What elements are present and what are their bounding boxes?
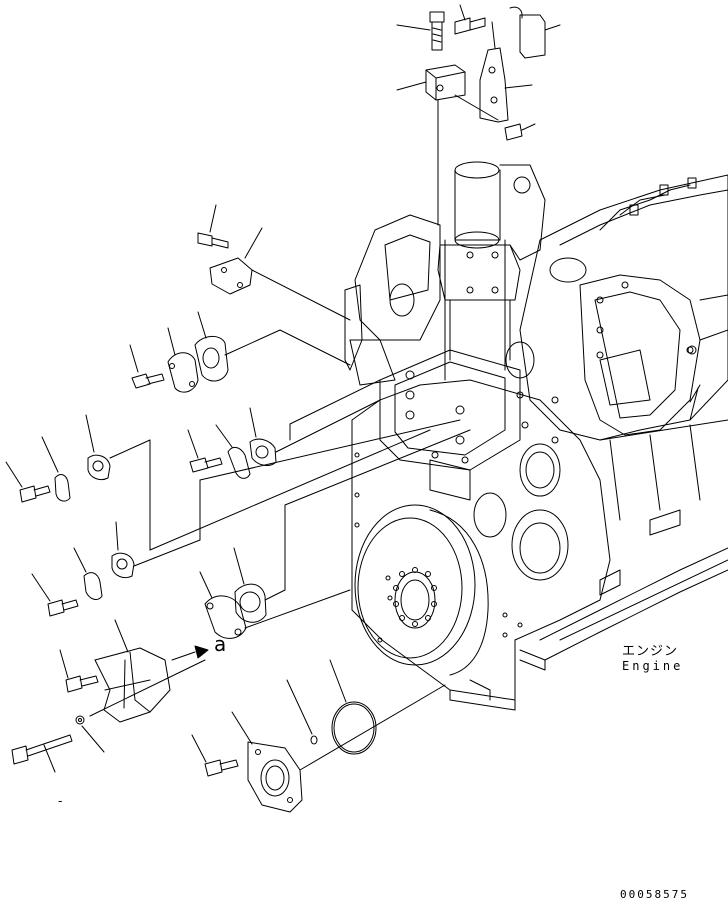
bolt-7 xyxy=(204,759,239,777)
cover-plate-1 xyxy=(209,257,253,295)
document-number: 00058575 xyxy=(620,888,689,901)
arrow-reference-label: a xyxy=(214,632,227,656)
housing-bolts xyxy=(354,251,694,643)
bolt-6 xyxy=(65,675,99,693)
washer xyxy=(75,715,85,725)
gasket-8 xyxy=(111,552,135,579)
o-ring xyxy=(331,701,377,755)
mounting-bracket xyxy=(94,647,171,723)
gasket-10 xyxy=(234,583,267,623)
bolt-2 xyxy=(131,373,165,389)
crank-pulley xyxy=(354,504,476,666)
gasket-7 xyxy=(83,572,103,600)
bolt-5 xyxy=(47,599,79,617)
long-bolt xyxy=(11,734,73,765)
bolt-4 xyxy=(19,485,51,503)
gasket-3 xyxy=(227,447,251,479)
engine-label-japanese: エンジン xyxy=(622,644,679,659)
top-bracket-assembly xyxy=(396,4,561,226)
seal xyxy=(310,735,318,745)
gasket-1 xyxy=(167,352,199,393)
gasket-4 xyxy=(249,438,277,466)
gasket-5 xyxy=(54,474,71,502)
exploded-parts-left xyxy=(5,204,471,813)
engine-label-english: Engine xyxy=(622,659,684,673)
pulley-bolts xyxy=(385,567,437,627)
gasket-6 xyxy=(87,454,111,481)
bolt-1 xyxy=(197,232,229,249)
bolt-3 xyxy=(189,457,223,473)
front-cover xyxy=(247,741,303,813)
engine-block xyxy=(344,161,728,711)
dash-marker: - xyxy=(58,794,63,808)
gasket-2 xyxy=(194,336,229,382)
direction-arrow xyxy=(171,651,196,661)
